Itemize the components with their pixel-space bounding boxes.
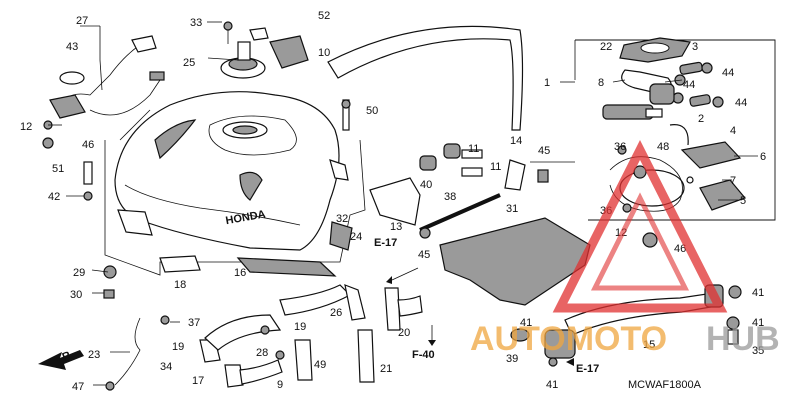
fuel-tank [114,91,349,251]
drain-hose [114,317,141,386]
ref-e17-right: E-17 [576,363,599,375]
label-30: 30 [70,289,82,301]
label-34: 34 [160,361,172,373]
label-41b: 41 [752,317,764,329]
label-22: 22 [600,41,612,53]
label-19a: 19 [172,341,184,353]
cap-plate [269,35,309,69]
label-20: 20 [398,327,410,339]
label-25: 25 [183,57,195,69]
label-9: 9 [277,379,283,391]
fuel-hose-clamps [672,61,724,108]
breather-hoses [199,284,423,388]
label-46b: 46 [674,243,686,255]
fuel-cap-assembly [220,21,269,79]
label-6: 6 [760,151,766,163]
fuel-pump [602,69,675,120]
label-23: 23 [88,349,100,361]
reference-callouts: E-17 E-17 F-40 FR. [38,237,599,375]
pump-flange-gasket [619,37,691,63]
label-11a: 11 [468,143,479,155]
leader-lines [48,21,758,386]
watermark-logo: AUTOMOTO HUB [470,140,780,358]
label-11b: 11 [490,161,501,173]
label-32: 32 [336,213,348,225]
label-4: 4 [730,125,736,137]
tank-seal-strip [327,25,524,131]
label-44a: 44 [722,67,734,79]
tank-pad [236,257,337,277]
diagram-code: MCWAF1800A [628,379,702,391]
label-43: 43 [66,41,78,53]
label-21: 21 [380,363,392,375]
label-35: 35 [752,345,764,357]
label-51: 51 [52,163,64,175]
label-44c: 44 [735,97,747,109]
label-26: 26 [330,307,342,319]
label-50: 50 [366,105,378,117]
watermark-text-primary: AUTOMOTO [470,320,667,358]
ref-e17-left: E-17 [374,237,397,249]
tank-mount-bracket [117,209,153,236]
label-41d: 41 [546,379,558,391]
watermark-triangle-icon [552,140,728,313]
label-48: 48 [657,141,669,153]
label-28: 28 [256,347,268,359]
front-arrow-icon [38,350,84,370]
watermark-text-secondary: HUB [706,320,780,358]
label-18: 18 [174,279,186,291]
label-3: 3 [692,41,698,53]
label-24: 24 [350,231,362,243]
tank-rear-bracket [329,143,549,251]
label-41c: 41 [520,317,532,329]
label-5: 5 [740,195,746,207]
label-27: 27 [76,15,88,27]
label-42: 42 [48,191,60,203]
label-19b: 19 [294,321,306,333]
fasteners [42,99,351,391]
label-16: 16 [234,267,246,279]
label-29: 29 [73,267,85,279]
label-45b: 45 [418,249,430,261]
label-45a: 45 [538,145,550,157]
label-52: 52 [318,10,330,22]
label-47: 47 [72,381,84,393]
label-36a: 36 [614,141,626,153]
ref-f40: F-40 [412,349,435,361]
label-40: 40 [420,179,432,191]
label-44b: 44 [683,79,695,91]
label-8: 8 [598,77,604,89]
label-49: 49 [314,359,326,371]
label-31: 31 [506,203,518,215]
label-15: 15 [643,339,655,351]
label-12a: 12 [20,121,32,133]
pump-bracket [669,124,747,211]
front-arrow-label: FR. [54,348,75,366]
label-37: 37 [188,317,200,329]
rubber-pad [159,255,201,273]
heat-shield [439,217,591,306]
label-38: 38 [444,191,456,203]
label-17: 17 [192,375,204,387]
label-14: 14 [510,135,522,147]
label-46a: 46 [82,139,94,151]
label-13: 13 [390,221,402,233]
label-33: 33 [190,17,202,29]
label-7: 7 [730,175,736,187]
label-39: 39 [506,353,518,365]
label-10: 10 [318,47,330,59]
label-1: 1 [544,77,550,89]
label-2: 2 [698,113,704,125]
fuel-level-sensor [49,25,165,119]
label-41a: 41 [752,287,764,299]
